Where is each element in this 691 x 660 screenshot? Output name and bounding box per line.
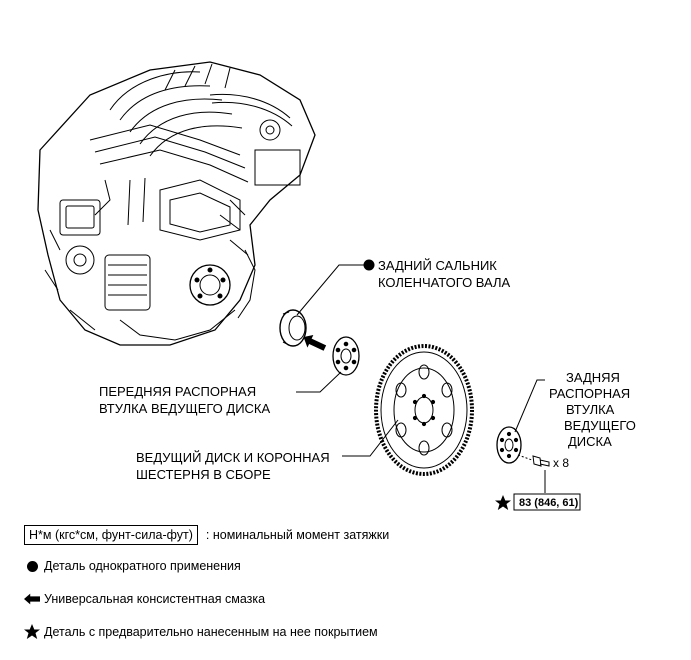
legend-precoated: Деталь с предварительно нанесенным на не… bbox=[24, 624, 378, 640]
legend-non-reusable-text: Деталь однократного применения bbox=[44, 559, 241, 573]
drive-plate-ring-gear bbox=[374, 344, 474, 476]
legend-unit: Н*м (кгс*см, фунт-сила-фут) : номинальны… bbox=[24, 525, 389, 545]
precoated-star-icon bbox=[24, 624, 40, 639]
torque-box bbox=[513, 493, 581, 511]
label-rear-spacer-1: ЗАДНЯЯ bbox=[566, 370, 620, 385]
engine-illustration bbox=[37, 61, 316, 346]
label-front-spacer-2: ВТУЛКА ВЕДУЩЕГО ДИСКА bbox=[99, 401, 271, 416]
precoated-star-icon bbox=[495, 495, 511, 510]
legend-unit-box: Н*м (кгс*см, фунт-сила-фут) bbox=[24, 525, 198, 545]
label-front-spacer-1: ПЕРЕДНЯЯ РАСПОРНАЯ bbox=[99, 384, 256, 399]
label-drive-plate-2: ШЕСТЕРНЯ В СБОРЕ bbox=[136, 467, 271, 482]
front-drive-plate-spacer bbox=[332, 336, 360, 376]
bolt-count: x 8 bbox=[553, 456, 569, 470]
rear-crankshaft-oil-seal bbox=[279, 309, 307, 347]
label-rear-spacer-2: РАСПОРНАЯ bbox=[549, 386, 630, 401]
label-rear-spacer-4: ВЕДУЩЕГО bbox=[564, 418, 636, 433]
legend-precoated-text: Деталь с предварительно нанесенным на не… bbox=[44, 625, 378, 639]
label-rear-oil-seal-2: КОЛЕНЧАТОГО ВАЛА bbox=[378, 275, 511, 290]
label-rear-spacer-5: ДИСКА bbox=[568, 434, 612, 449]
drive-plate-bolt bbox=[517, 454, 550, 467]
label-rear-oil-seal-1: ЗАДНИЙ САЛЬНИК bbox=[378, 258, 497, 273]
leader-lines bbox=[296, 264, 546, 493]
legend-grease: Универсальная консистентная смазка bbox=[24, 591, 265, 607]
non-reusable-dot-icon bbox=[26, 560, 38, 572]
grease-arrow-icon bbox=[303, 334, 327, 351]
legend-unit-desc: : номинальный момент затяжки bbox=[205, 528, 390, 542]
torque-value: 83 (846, 61) bbox=[519, 497, 579, 509]
non-reusable-dot-icon bbox=[363, 259, 375, 271]
label-drive-plate-1: ВЕДУЩИЙ ДИСК И КОРОННАЯ bbox=[136, 450, 330, 465]
legend-grease-text: Универсальная консистентная смазка bbox=[44, 592, 266, 606]
rear-drive-plate-spacer bbox=[496, 426, 522, 464]
legend-non-reusable: Деталь однократного применения bbox=[24, 558, 241, 574]
label-rear-spacer-3: ВТУЛКА bbox=[566, 402, 615, 417]
grease-arrow-icon bbox=[24, 593, 40, 605]
